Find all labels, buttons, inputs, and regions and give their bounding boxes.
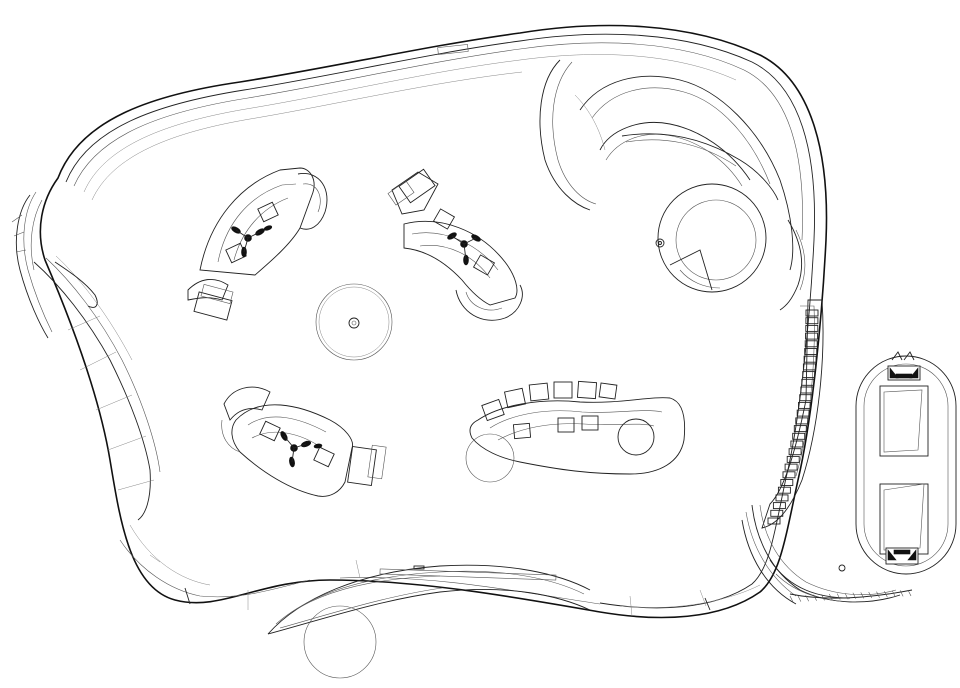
shelf-cell (805, 324, 819, 332)
stair-tick (892, 590, 896, 597)
shelf-cell (784, 463, 798, 471)
stair-tick (852, 592, 857, 599)
desk-station-ne (387, 168, 523, 321)
shelf-cell (801, 378, 815, 386)
shelf-cell (786, 455, 800, 463)
shelf-cell (804, 340, 818, 348)
stair-tick (844, 593, 849, 600)
stair-tick (829, 593, 833, 601)
shelf-cell (772, 502, 786, 510)
shelf-cell (780, 479, 794, 486)
shelf-cell (795, 417, 809, 425)
shelf-cell (793, 425, 807, 433)
desk-station-sw (221, 386, 387, 497)
stair-tick (899, 590, 904, 597)
pavilion (855, 351, 957, 575)
northeast-sweeps (539, 59, 806, 311)
shelf-cell (802, 371, 816, 379)
shelf-cell (803, 355, 817, 363)
shelf-cell (802, 363, 816, 371)
task-chair-cluster (447, 232, 481, 266)
stair-tick (836, 593, 841, 600)
south-bench (267, 559, 591, 679)
shelf-cell (777, 486, 791, 494)
desk-station-nw (187, 167, 328, 321)
shelf-cell (770, 509, 784, 517)
shelf-cell (782, 471, 796, 479)
stair-tick (876, 591, 880, 598)
east-shelving (741, 299, 913, 605)
shelf-cell (796, 409, 810, 417)
spiral-room (655, 183, 767, 293)
task-chair-cluster (280, 431, 323, 468)
shelf-cell (805, 309, 819, 317)
lounge-counter (465, 380, 686, 483)
central-column (315, 283, 393, 361)
shelf-cell (792, 432, 806, 440)
stair-ticks (789, 589, 912, 603)
shelf-cell (767, 517, 781, 525)
stair-tick (907, 589, 912, 597)
west-facade (11, 191, 161, 521)
stair-tick (868, 591, 872, 599)
shelf-cell (788, 448, 802, 456)
stair-tick (789, 595, 794, 603)
shelf-cell (790, 440, 804, 448)
shelf-cell (805, 317, 819, 325)
stair-tick (884, 591, 888, 598)
shelf-cell (804, 348, 818, 355)
stair-tick (797, 595, 802, 602)
shelf-cell (799, 394, 813, 402)
stair-tick (821, 594, 825, 601)
shelf-cell (798, 401, 811, 409)
task-chair-cluster (231, 225, 273, 258)
building-envelope (39, 24, 828, 619)
stair-tick (805, 595, 809, 602)
shelf-cell (800, 386, 814, 394)
stair-tick (860, 592, 865, 599)
shelf-cell (775, 494, 789, 502)
stair-tick (813, 594, 817, 601)
shelf-cell (805, 332, 818, 340)
shelf-cells (767, 309, 819, 525)
